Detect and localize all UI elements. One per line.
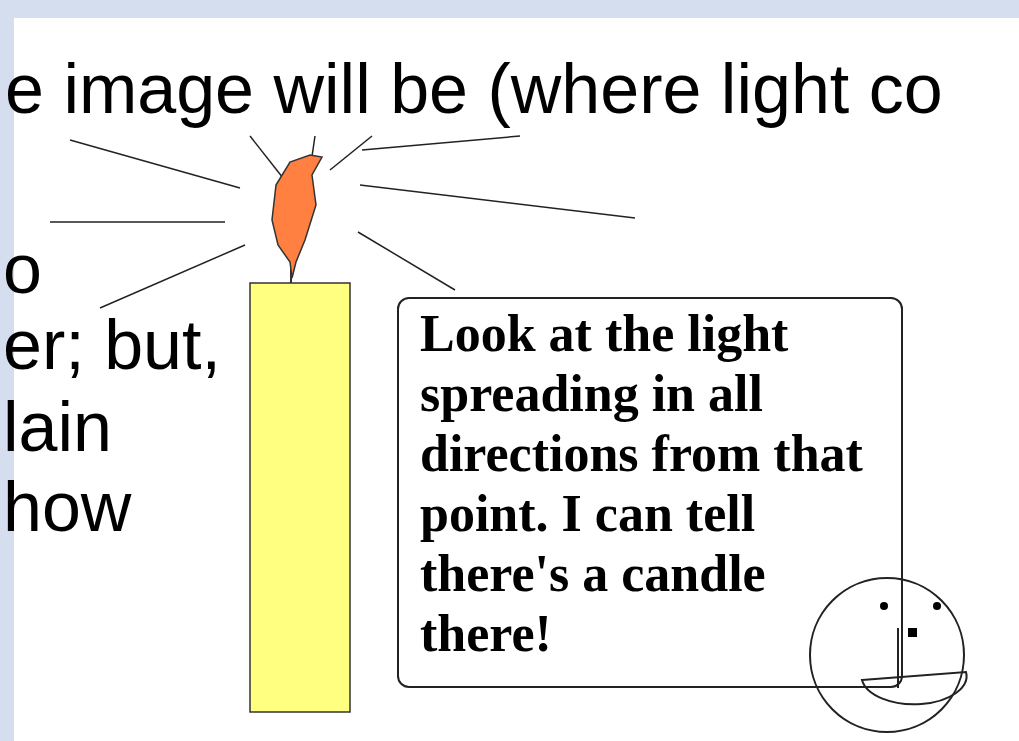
slide-text-fragment: how [3, 472, 131, 542]
slide-text-fragment: er; but, [3, 310, 221, 380]
bubble-tail [897, 628, 899, 688]
light-ray [330, 136, 372, 170]
face-nose [908, 628, 917, 637]
slide-text-fragment: lain [3, 392, 112, 462]
candle-flame [272, 155, 322, 278]
light-ray [70, 140, 240, 188]
light-rays [50, 136, 635, 308]
smiley-face [810, 578, 967, 732]
face-mouth [862, 672, 967, 704]
face-outline [810, 578, 964, 732]
light-ray [358, 232, 455, 290]
light-ray [360, 185, 635, 218]
slide-border [0, 0, 1019, 18]
speech-bubble: Look at the light spreading in all direc… [397, 297, 903, 688]
speech-text: Look at the light spreading in all direc… [420, 304, 889, 664]
face-eye [933, 602, 941, 610]
slide-text-fragment: o [3, 234, 42, 304]
face-eye [880, 602, 888, 610]
candle-body [250, 283, 350, 712]
light-ray [362, 136, 520, 150]
light-ray [50, 221, 225, 223]
light-ray [250, 136, 283, 178]
light-ray [100, 245, 245, 308]
slide-text-fragment: e image will be (where light co [5, 54, 943, 124]
